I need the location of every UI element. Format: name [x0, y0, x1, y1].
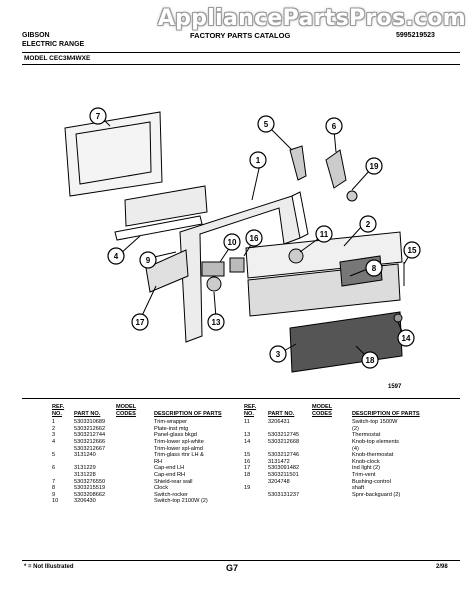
part-numbers[interactable]: 5303310689 5303212662 5303212744 5303212… [74, 419, 106, 459]
model-rule [22, 64, 460, 65]
ref-numbers: 1 2 3 4 5 [52, 419, 56, 459]
callout-8-label[interactable]: 8 [372, 264, 377, 273]
part-descriptions: Trim-wrapper Plate-inst mtg Panel-glass … [154, 419, 204, 465]
col-description: DESCRIPTION OF PARTS [352, 410, 420, 417]
table-row: 1 2 3 4 5 5303310689 5303212662 53032127… [52, 419, 238, 465]
callout-1-label[interactable]: 1 [256, 156, 261, 165]
col-part-no: PART NO. [268, 410, 295, 417]
callout-10-label[interactable]: 10 [228, 238, 237, 247]
col-ref-no: REF. NO. [52, 404, 65, 417]
callout-17-label[interactable]: 17 [136, 318, 145, 327]
callout-15-label[interactable]: 15 [408, 246, 417, 255]
callout-14-label[interactable]: 14 [402, 334, 411, 343]
backguard-panel [245, 231, 403, 279]
page-number: G7 [226, 563, 239, 573]
parts-table-left: REF. NO. PART NO. MODEL CODES DESCRIPTIO… [52, 404, 238, 505]
part-numbers[interactable]: 3131229 3131228 5303276550 5303215519 53… [74, 465, 106, 505]
callout-9-circle[interactable] [139, 251, 157, 269]
col-description: DESCRIPTION OF PARTS [154, 410, 222, 417]
footer-rule [22, 560, 460, 561]
callout-7-circle[interactable] [89, 107, 107, 125]
callout-13-circle[interactable] [207, 313, 225, 331]
part-descriptions: Switch-top 1500W (2) Thermostat Knob-top… [352, 419, 401, 498]
callout-13-label[interactable]: 13 [212, 318, 221, 327]
callout-10-circle[interactable] [223, 233, 241, 251]
callout-18-label[interactable]: 18 [366, 356, 375, 365]
callout-9-label[interactable]: 9 [146, 256, 151, 265]
callout-19-label[interactable]: 19 [370, 162, 379, 171]
exploded-parts-diagram: 7 5 6 1 19 4 9 10 16 11 2 15 8 17 13 14 3 18 1597 [64, 107, 421, 390]
model-codes [312, 419, 352, 498]
callout-6-circle[interactable] [325, 117, 343, 135]
callout-18-circle[interactable] [361, 351, 379, 369]
table-row: 11 13 14 15 16 17 18 19 3206431 53032127… [244, 419, 444, 498]
catalog-title: FACTORY PARTS CATALOG [190, 31, 291, 40]
callout-19-circle[interactable] [365, 157, 383, 175]
product-type: ELECTRIC RANGE [22, 41, 85, 48]
revision-date: 2/98 [436, 564, 448, 570]
wrapper-trim [179, 195, 301, 343]
model-codes [116, 419, 154, 465]
callout-2-label[interactable]: 2 [366, 220, 371, 229]
ref-numbers: 6 7 8 9 10 [52, 465, 59, 505]
part-descriptions: Cap-end LH Cap-end RH Shield-rear wall C… [154, 465, 208, 505]
figure-number: 1597 [388, 384, 402, 390]
callout-4-label[interactable]: 4 [114, 252, 119, 261]
callout-4-circle[interactable] [107, 247, 125, 265]
callout-11-circle[interactable] [315, 225, 333, 243]
col-model-codes: MODEL CODES [312, 404, 333, 417]
callout-6-label[interactable]: 6 [332, 122, 337, 131]
brand-name: GIBSON [22, 32, 50, 39]
col-part-no: PART NO. [74, 410, 101, 417]
col-ref-no: REF. NO. [244, 404, 257, 417]
callout-14-circle[interactable] [397, 329, 415, 347]
callout-16-circle[interactable] [245, 229, 263, 247]
callout-5-circle[interactable] [257, 115, 275, 133]
callout-7-label[interactable]: 7 [96, 112, 101, 121]
callout-2-circle[interactable] [359, 215, 377, 233]
parts-table-right: REF. NO. PART NO. MODEL CODES DESCRIPTIO… [244, 404, 444, 498]
ref-numbers: 11 13 14 15 16 17 18 19 [244, 419, 251, 492]
callout-1-circle[interactable] [249, 151, 267, 169]
model-codes [116, 465, 154, 505]
header-rule [22, 52, 460, 53]
callout-17-circle[interactable] [131, 313, 149, 331]
callout-8-circle[interactable] [365, 259, 383, 277]
callout-16-label[interactable]: 16 [250, 234, 259, 243]
not-illustrated-note: * = Not Illustrated [24, 564, 74, 570]
table-top-rule [22, 398, 460, 399]
callout-3-label[interactable]: 3 [276, 350, 281, 359]
table-row: 6 7 8 9 10 3131229 3131228 5303276550 53… [52, 465, 238, 505]
catalog-number: 5995219523 [396, 32, 435, 39]
callout-5-label[interactable]: 5 [264, 120, 269, 129]
callout-11-label[interactable]: 11 [320, 230, 329, 239]
callout-3-circle[interactable] [269, 345, 287, 363]
callout-15-circle[interactable] [403, 241, 421, 259]
lower-trim [124, 185, 208, 227]
glass-panel [64, 111, 163, 197]
watermark: AppliancePartsPros.com [157, 6, 466, 31]
rear-shield [289, 311, 403, 373]
col-model-codes: MODEL CODES [116, 404, 137, 417]
model-label: MODEL CEC3M4WXE [24, 55, 91, 62]
part-numbers[interactable]: 3206431 5303212745 5303212668 5303212746… [268, 419, 300, 498]
